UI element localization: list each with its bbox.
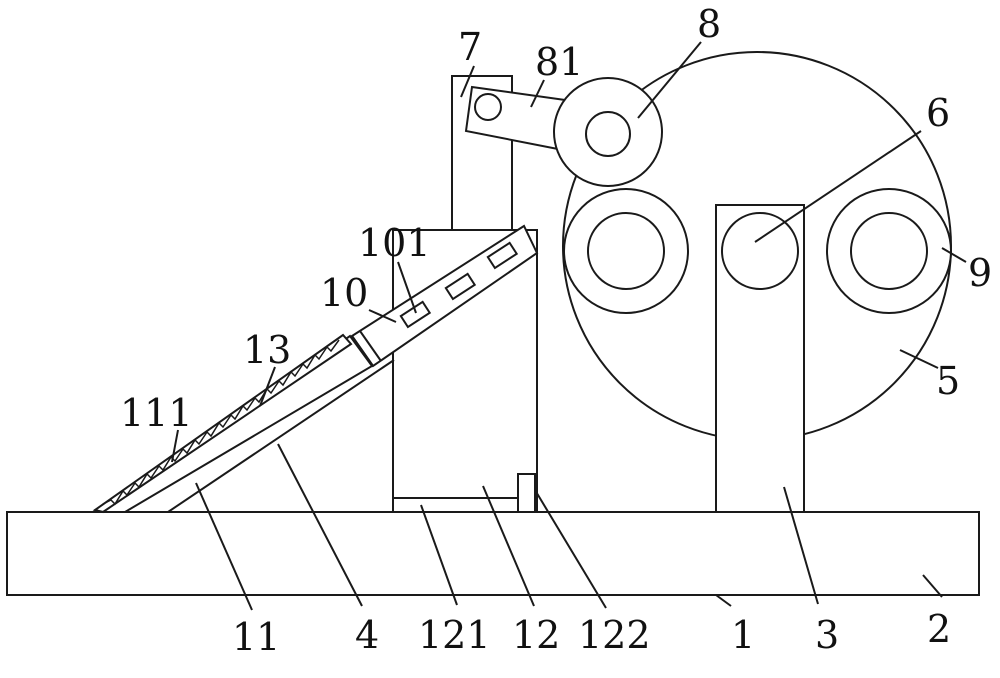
- leader-6: [754, 130, 922, 243]
- label-111: 111: [120, 391, 193, 435]
- leader-81: [530, 79, 545, 108]
- base-plate: [6, 511, 980, 596]
- label-7: 7: [458, 25, 482, 69]
- center-shaft: [721, 212, 799, 290]
- left-roller-hub: [587, 212, 665, 290]
- leader-1: [715, 594, 732, 607]
- label-10: 10: [320, 271, 368, 315]
- label-11: 11: [232, 615, 280, 659]
- label-12: 12: [512, 613, 560, 657]
- leader-3: [783, 486, 819, 605]
- label-81: 81: [535, 40, 583, 84]
- leader-13: [259, 366, 276, 407]
- label-2: 2: [927, 607, 951, 651]
- leader-7: [460, 65, 475, 98]
- label-3: 3: [815, 613, 839, 657]
- leader-2: [922, 574, 943, 598]
- leader-11: [195, 482, 253, 611]
- label-13: 13: [243, 328, 291, 372]
- leader-8: [637, 41, 702, 119]
- strip-teeth: [102, 339, 340, 506]
- small-stop: [517, 473, 536, 513]
- label-5: 5: [936, 359, 960, 403]
- leader-101: [397, 261, 417, 314]
- label-122: 122: [578, 613, 651, 657]
- diagonal-strut: [167, 359, 395, 513]
- upper-roller-hub: [585, 111, 631, 157]
- leader-9: [941, 247, 967, 263]
- chute-slot-3: [486, 241, 519, 270]
- label-6: 6: [926, 91, 950, 135]
- chute-slot-1: [399, 300, 432, 329]
- label-9: 9: [968, 251, 992, 295]
- label-1: 1: [731, 613, 755, 657]
- label-8: 8: [697, 2, 721, 46]
- leader-10: [368, 309, 397, 323]
- leader-4: [277, 443, 363, 607]
- leader-12: [482, 485, 535, 607]
- leader-111: [171, 429, 179, 463]
- leader-5: [899, 349, 939, 369]
- arm-pivot: [474, 93, 502, 121]
- label-121: 121: [418, 613, 491, 657]
- right-roller-hub: [850, 212, 928, 290]
- label-101: 101: [358, 221, 431, 265]
- leader-122: [534, 489, 607, 609]
- label-4: 4: [355, 613, 379, 657]
- leader-121: [420, 504, 458, 606]
- chute-slot-2: [444, 272, 477, 301]
